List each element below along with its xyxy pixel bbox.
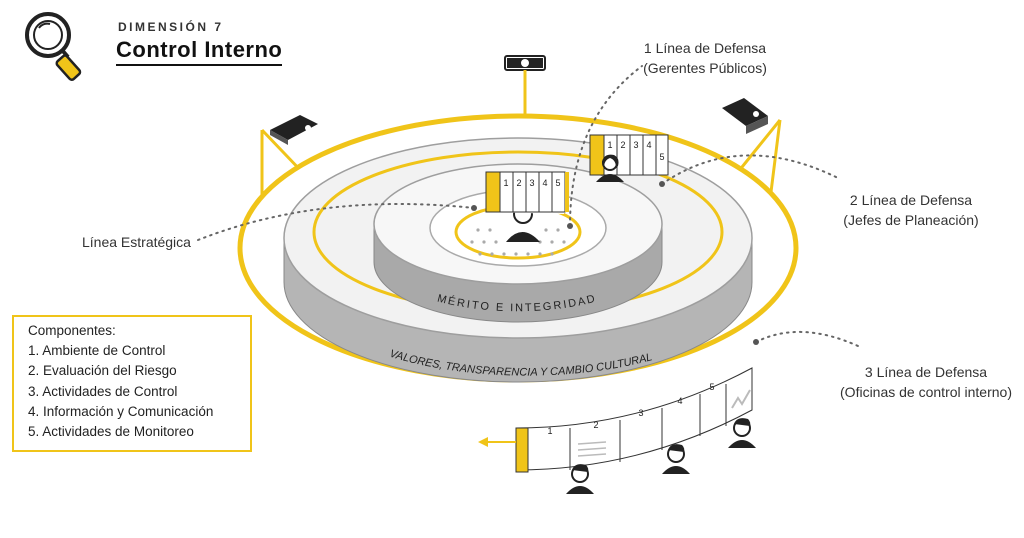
center-panel-number-1: 1 <box>503 178 508 188</box>
linea1-panel-number-2: 2 <box>620 140 625 150</box>
callout-linea-estrategica: Línea Estratégica <box>82 234 191 250</box>
camera-left-icon <box>260 115 318 198</box>
auditor-figure-3 <box>728 418 756 448</box>
auditor-figure-1 <box>566 464 594 494</box>
center-panel-number-3: 3 <box>529 178 534 188</box>
page-title: Control Interno <box>116 37 283 66</box>
perimeter-panel-number-2: 2 <box>593 420 598 430</box>
callout-lines <box>197 65 859 347</box>
callout-endpoints <box>471 181 759 345</box>
document-lines-icon <box>577 441 607 457</box>
linea1-panel-number-1: 1 <box>607 140 612 150</box>
callout-linea2: 2 Línea de Defensa (Jefes de Planeación) <box>826 190 996 230</box>
callout-linea1-title: 1 Línea de Defensa <box>643 40 767 56</box>
components-title: Componentes: <box>28 323 116 338</box>
linea1-panel-number-3: 3 <box>633 140 638 150</box>
magnifier-icon <box>25 12 82 81</box>
callout-linea2-sub: (Jefes de Planeación) <box>843 212 979 228</box>
center-dot-grid <box>470 228 566 256</box>
camera-top-icon <box>504 55 546 114</box>
perimeter-panel-numbers: 1 2 3 4 5 <box>547 382 714 436</box>
linea1-panel-number-4: 4 <box>646 140 651 150</box>
components-box: Componentes: 1. Ambiente de Control 2. E… <box>12 315 252 452</box>
component-item-4: 4. Información y Comunicación <box>28 403 214 419</box>
callout-linea3: 3 Línea de Defensa (Oficinas de control … <box>832 362 1020 402</box>
center-panel-number-4: 4 <box>542 178 547 188</box>
header-eyebrow: DIMENSIÓN 7 <box>118 20 224 34</box>
component-item-5: 5. Actividades de Monitoreo <box>28 424 194 440</box>
trend-chart-icon <box>731 389 751 409</box>
callout-linea3-title: 3 Línea de Defensa <box>864 364 988 380</box>
perimeter-panel-number-3: 3 <box>638 408 643 418</box>
center-panel-number-2: 2 <box>516 178 521 188</box>
camera-right-icon <box>722 98 782 201</box>
center-panel <box>485 171 569 214</box>
perimeter-panel-number-1: 1 <box>547 426 552 436</box>
linea1-panel <box>589 134 669 182</box>
perimeter-panel-number-4: 4 <box>677 396 682 406</box>
center-panel-number-5: 5 <box>555 178 560 188</box>
perimeter-panel-number-5: 5 <box>709 382 714 392</box>
component-item-2: 2. Evaluación del Riesgo <box>28 363 177 379</box>
component-item-1: 1. Ambiente de Control <box>28 343 166 359</box>
callout-linea1-sub: (Gerentes Públicos) <box>643 60 767 76</box>
callout-linea1: 1 Línea de Defensa (Gerentes Públicos) <box>620 38 790 78</box>
callout-linea2-title: 2 Línea de Defensa <box>849 192 973 208</box>
component-item-3: 3. Actividades de Control <box>28 383 178 399</box>
linea1-panel-number-5: 5 <box>659 152 664 162</box>
callout-linea3-sub: (Oficinas de control interno) <box>840 384 1012 400</box>
auditor-figure-2 <box>662 444 690 474</box>
